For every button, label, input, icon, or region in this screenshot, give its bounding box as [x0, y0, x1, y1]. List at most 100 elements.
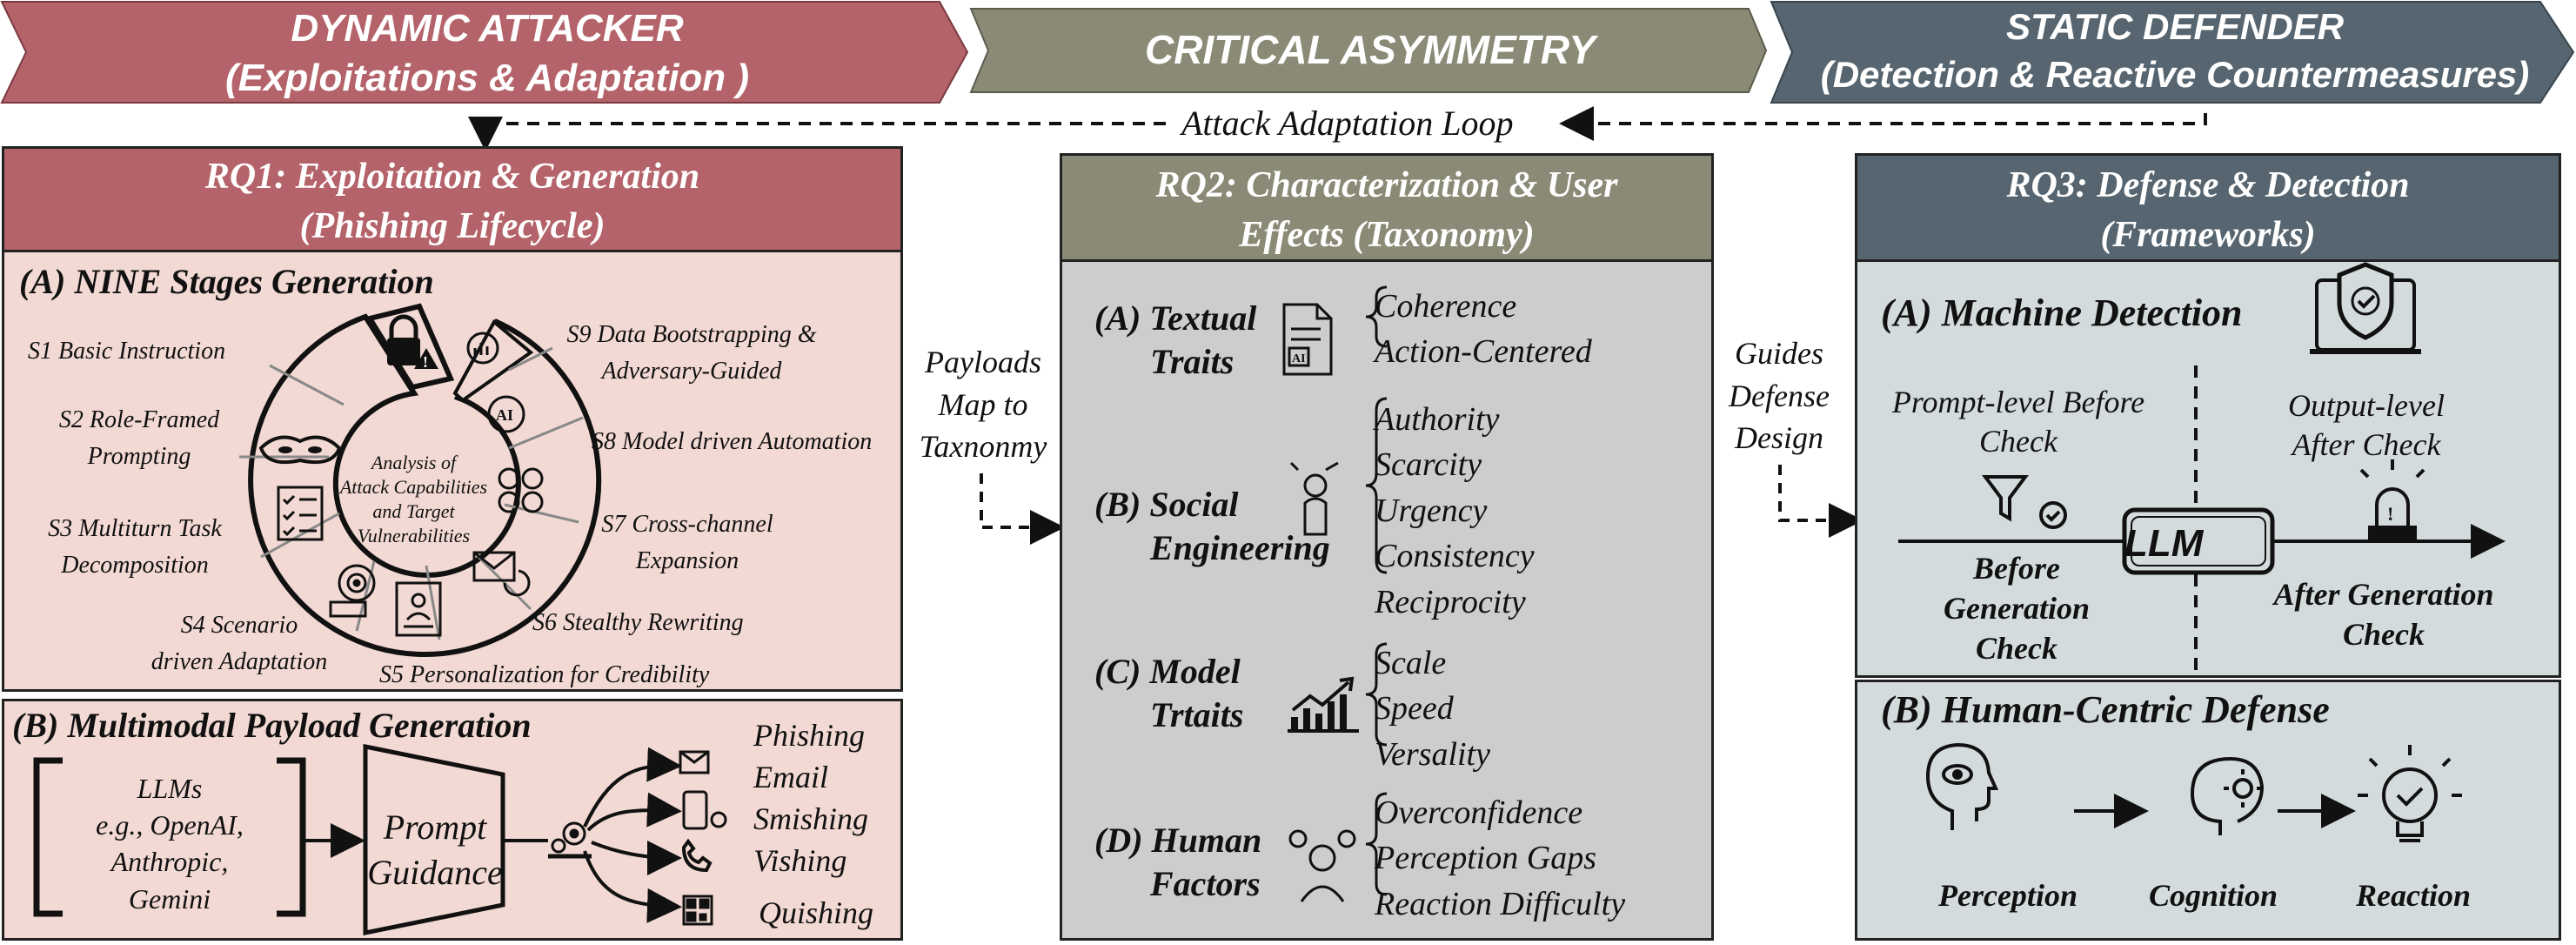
stage-s2-line1: S2 Role-Framed [58, 406, 220, 433]
rq1-title-line2: (Phishing Lifecycle) [299, 205, 606, 246]
stage-s4-line1: S4 Scenario [180, 612, 298, 639]
prompt-guidance-line2: Guidance [367, 853, 503, 892]
stage-wedge-s9 [452, 318, 534, 403]
output-vishing: Vishing [753, 843, 847, 878]
loop-label: Attack Adaptation Loop [1181, 104, 1514, 143]
eye-head-icon [1925, 742, 1999, 830]
rq3-title-bar [1855, 153, 2561, 262]
rq3-machine-panel [1855, 262, 2561, 678]
email-icon [679, 750, 710, 774]
svg-text:!: ! [2387, 503, 2393, 525]
wheel-center-line1: Analysis of [371, 452, 457, 473]
qr-code-icon [682, 895, 713, 926]
trait-speed: Speed [1375, 690, 1454, 727]
human-factors-icon [1288, 829, 1356, 902]
before-generation-line3: Check [1976, 631, 2057, 667]
trait-scarcity: Scarcity [1375, 446, 1482, 484]
perception-label: Perception [1938, 878, 2078, 913]
profile-document-icon [395, 581, 442, 637]
rq1-multimodal-panel [2, 699, 903, 941]
alarm-light-icon: ! [2359, 459, 2425, 540]
guides-defense-line1: Guides [1735, 336, 1823, 371]
trait-reaction-difficulty: Reaction Difficulty [1375, 885, 1626, 922]
payload-flow [33, 743, 727, 936]
payloads-map-label: Payloads Map to Taxnonmy [909, 341, 1057, 468]
guides-defense-line3: Design [1735, 420, 1823, 456]
rq1-title: RQ1: Exploitation & Generation (Phishing… [2, 152, 903, 251]
llm-list: LLMs e.g., OpenAI, Anthropic, Gemini [61, 770, 278, 917]
output-quishing: Quishing [759, 895, 874, 930]
rq3-section-b-title: (B) Human-Centric Defense [1881, 688, 2330, 731]
stage-s4-line2: driven Adaptation [151, 648, 328, 675]
prompt-funnel [363, 743, 505, 936]
rq2-c-label-line2: Trtaits [1150, 695, 1244, 734]
trait-reciprocity: Reciprocity [1375, 583, 1526, 620]
mask-icon [258, 435, 342, 465]
rq2-b-items: Authority Scarcity Urgency Consistency R… [1375, 397, 1535, 625]
stage-s9-line1: S9 Data Bootstrapping & [566, 321, 817, 348]
llm-list-line3: Anthropic, [110, 846, 229, 878]
machine-detection-flow: ! [1898, 365, 2506, 672]
rq2-a-label-line1: (A) Textual [1094, 298, 1257, 338]
rq2-d-label-line1: (D) Human [1094, 821, 1262, 860]
stage-s9-line2: Adversary-Guided [601, 358, 782, 385]
defender-header-line1: STATIC DEFENDER [2005, 6, 2345, 47]
rq2-a-items: Coherence Action-Centered [1375, 284, 1592, 375]
rq2-b-label-line2: Engineering [1150, 528, 1330, 567]
defender-header-line2: (Detection & Reactive Countermeasures) [1820, 53, 2530, 95]
trait-authority: Authority [1375, 401, 1500, 438]
wheel-center-line4: Vulnerabilities [357, 525, 471, 547]
trait-consistency: Consistency [1375, 538, 1535, 575]
trait-action-centered: Action-Centered [1375, 333, 1592, 371]
stage-s9: S9 Data Bootstrapping & Adversary-Guided [548, 317, 835, 390]
prompt-guidance-line1: Prompt [383, 808, 487, 847]
rq3-title: RQ3: Defense & Detection (Frameworks) [1855, 161, 2561, 259]
trait-urgency: Urgency [1375, 492, 1488, 529]
rq3-title-line2: (Frameworks) [2100, 214, 2316, 255]
stage-s2: S2 Role-Framed Prompting [35, 402, 244, 475]
after-generation-label: After Generation Check [2245, 574, 2523, 654]
gear-icon [548, 821, 592, 859]
rq2-title: RQ2: Characterization & User Effects (Ta… [1060, 161, 1714, 259]
filter-check-icon [1982, 475, 2067, 529]
rq2-title-line1: RQ2: Characterization & User [1155, 165, 1618, 205]
trait-perception-gaps: Perception Gaps [1375, 840, 1597, 877]
after-generation-line1: After Generation [2273, 577, 2494, 612]
trait-scale: Scale [1375, 645, 1447, 681]
rq3-section-a-title: (A) Machine Detection [1881, 292, 2243, 334]
rq3-human-panel [1855, 680, 2561, 941]
prompt-level-label: Prompt-level Before Check [1870, 383, 2166, 461]
rq1-section-a-title: (A) NINE Stages Generation [19, 262, 434, 301]
rq2-title-line2: Effects (Taxonomy) [1239, 214, 1535, 255]
wheel-center-line3: and Target [372, 500, 455, 523]
document-ai-icon: AI [1282, 303, 1333, 376]
svg-text:!: ! [423, 353, 428, 371]
checklist-icon [277, 486, 324, 541]
llm-label: LLM [2124, 522, 2204, 565]
guides-defense-line2: Defense [1729, 378, 1830, 413]
output-phishing: Phishing [753, 718, 866, 753]
stage-s2-line2: Prompting [87, 443, 191, 470]
guides-defense-arrow [1778, 465, 1863, 538]
prompt-guidance: Prompt Guidance [365, 805, 505, 895]
output-smishing: Smishing [753, 801, 869, 836]
output-level-line2: After Check [2292, 427, 2441, 462]
stage-s3-line1: S3 Multiturn Task [48, 515, 222, 542]
wheel-center-text: Analysis of Attack Capabilities and Targ… [338, 451, 490, 549]
before-generation-label: Before Generation Check [1895, 548, 2138, 668]
llm-list-line1: LLMs [137, 773, 203, 804]
target-scenario-icon [329, 564, 376, 618]
stage-s4: S4 Scenario driven Adaptation [130, 607, 348, 680]
prompt-level-line1: Prompt-level Before [1891, 385, 2145, 419]
rq2-c-label-line1: (C) Model [1094, 652, 1241, 691]
svg-text:AI: AI [496, 406, 513, 424]
stage-s5: S5 Personalization for Credibility [379, 661, 710, 688]
rq2-title-bar [1060, 153, 1714, 262]
growth-chart-icon [1288, 676, 1359, 733]
stage-s7: S7 Cross-channel Expansion [583, 506, 792, 580]
defender-header: STATIC DEFENDER (Detection & Reactive Co… [1783, 3, 2566, 98]
before-generation-line1: Before [1973, 551, 2060, 586]
lock-alert-icon: ! [387, 314, 438, 371]
adaptation-loop-arrow [468, 106, 2207, 151]
payloads-map-line2: Map to [938, 386, 1028, 422]
